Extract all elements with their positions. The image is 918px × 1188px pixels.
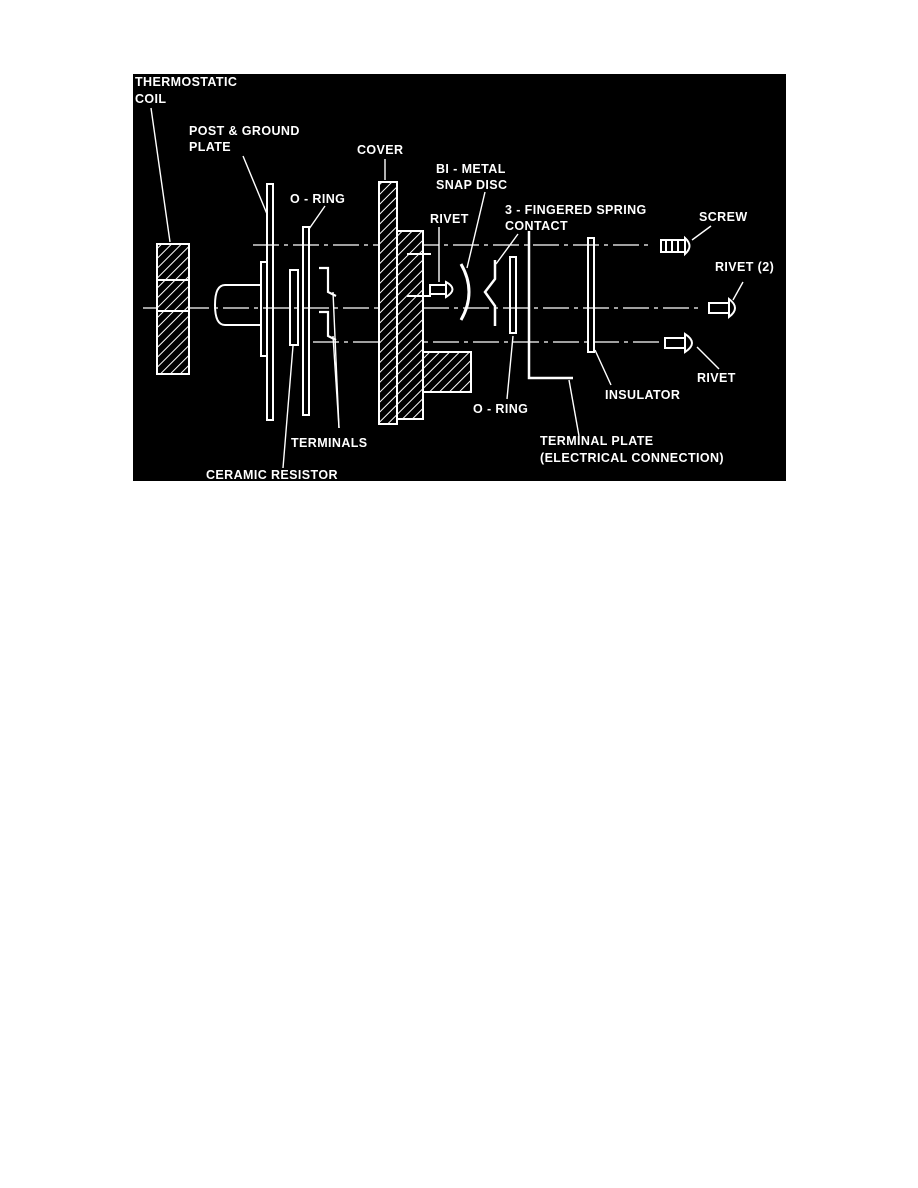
axis-lines: [143, 244, 698, 343]
label-ceramic-resistor: CERAMIC RESISTOR: [206, 468, 338, 481]
label-cover: COVER: [357, 143, 403, 157]
leader-lines: [150, 107, 744, 469]
label-screw: SCREW: [699, 210, 748, 224]
label-o-ring-top: O - RING: [290, 192, 345, 206]
thermostatic-coil: [156, 243, 190, 375]
label-bi-metal-1: BI - METAL: [436, 162, 506, 176]
label-bi-metal-2: SNAP DISC: [436, 178, 507, 192]
label-post-ground-1: POST & GROUND: [189, 124, 300, 138]
label-terminal-plate-2: (ELECTRICAL CONNECTION): [540, 451, 724, 465]
label-thermostatic-coil-1: THERMOSTATIC: [135, 75, 237, 89]
spring-contact: [483, 260, 497, 326]
terminal-plate: [527, 231, 573, 380]
label-post-ground-2: PLATE: [189, 140, 231, 154]
label-o-ring-bottom: O - RING: [473, 402, 528, 416]
label-insulator: INSULATOR: [605, 388, 680, 402]
label-rivet-center: RIVET: [430, 212, 469, 226]
exploded-view-diagram: THERMOSTATIC COIL POST & GROUND PLATE CO…: [133, 74, 786, 482]
rivet-bottom: [664, 332, 693, 354]
post-ground-plate: [213, 183, 274, 421]
ceramic-resistor: [289, 269, 299, 346]
cover: [378, 181, 472, 425]
label-spring-contact-1: 3 - FINGERED SPRING: [505, 203, 647, 217]
label-terminals: TERMINALS: [291, 436, 368, 450]
label-rivet-bottom: RIVET: [697, 371, 736, 385]
o-ring-top: [302, 226, 310, 416]
label-terminal-plate-1: TERMINAL PLATE: [540, 434, 653, 448]
labels: THERMOSTATIC COIL POST & GROUND PLATE CO…: [135, 75, 774, 482]
terminals: [319, 266, 337, 341]
label-thermostatic-coil-2: COIL: [135, 92, 166, 106]
label-spring-contact-2: CONTACT: [505, 219, 568, 233]
insulator: [587, 237, 595, 353]
rivet-2: [708, 296, 736, 320]
o-ring-bottom: [509, 256, 517, 334]
screw: [660, 235, 691, 257]
diagram-canvas: THERMOSTATIC COIL POST & GROUND PLATE CO…: [135, 75, 774, 482]
bi-metal-snap-disc: [459, 263, 471, 321]
label-rivet-2: RIVET (2): [715, 260, 774, 274]
rivet-center: [429, 280, 454, 299]
